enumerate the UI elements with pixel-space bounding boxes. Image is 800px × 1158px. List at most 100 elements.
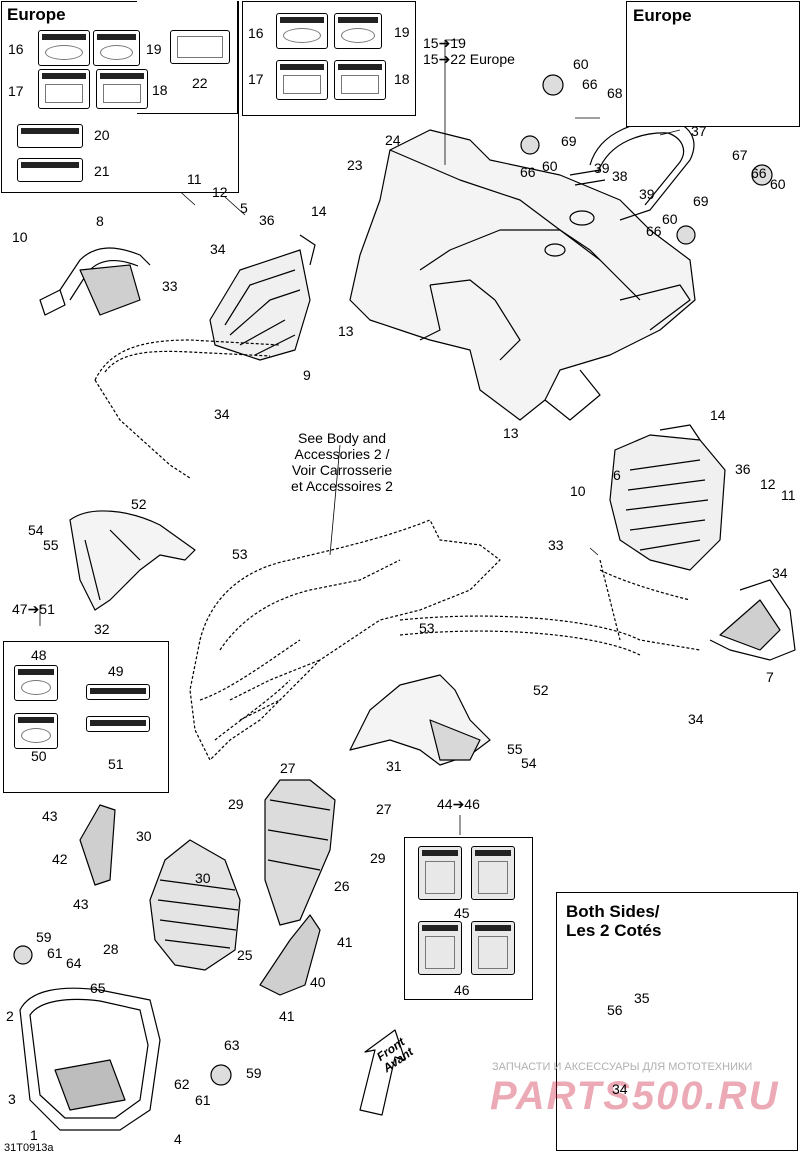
callout: 19 — [394, 24, 410, 40]
see-body-note: See Body and Accessories 2 / Voir Carros… — [276, 430, 408, 494]
front-grille — [264, 779, 336, 926]
callout: 61 — [47, 945, 63, 961]
callout: 41 — [279, 1008, 295, 1024]
callout: 11 — [187, 171, 202, 187]
decal-46-a — [418, 921, 462, 975]
decal-48 — [14, 665, 58, 701]
callout: 53 — [232, 546, 248, 562]
callout: 45 — [454, 905, 470, 921]
callout: 52 — [131, 496, 147, 512]
decal-21 — [17, 158, 83, 182]
callout: 8 — [96, 213, 104, 229]
callout: 67 — [732, 147, 748, 163]
callout: 16 — [8, 41, 24, 57]
callout: 30 — [195, 870, 211, 886]
callout: 18 — [394, 71, 410, 87]
europe-label-left: Europe — [7, 5, 66, 24]
decal-51 — [86, 716, 150, 732]
front-fascia — [149, 839, 241, 971]
callout: 29 — [228, 796, 244, 812]
callout: 22 — [192, 75, 208, 91]
both-sides-box — [556, 892, 798, 1151]
callout: 13 — [503, 425, 519, 441]
callout: 9 — [303, 367, 311, 383]
callout: 52 — [533, 682, 549, 698]
both-sides-title-1: Both Sides/ — [566, 902, 660, 921]
see-body-line-1: See Body and — [298, 430, 386, 446]
callout: 62 — [174, 1076, 190, 1092]
front-bumper — [19, 987, 161, 1131]
callout: 17 — [248, 71, 264, 87]
callout: 54 — [28, 522, 44, 538]
callout: 34 — [210, 241, 226, 257]
callout: 60 — [770, 176, 786, 192]
callout: 11 — [781, 487, 796, 503]
callout: 10 — [570, 483, 586, 499]
callout: 60 — [662, 211, 678, 227]
callout: 51 — [108, 756, 124, 772]
callout: 50 — [31, 748, 47, 764]
both-sides-title-2: Les 2 Cotés — [566, 921, 662, 940]
callout: 59 — [36, 929, 52, 945]
callout: 68 — [607, 85, 623, 101]
callout: 63 — [224, 1037, 240, 1053]
callout: 7 — [766, 669, 774, 685]
callout: 59 — [246, 1065, 262, 1081]
callout: 23 — [347, 157, 363, 173]
skid-plate-left — [209, 234, 316, 361]
range-15-19: 15➔19 — [423, 35, 466, 51]
decal-22 — [170, 30, 230, 64]
figure-code: 31T0913a — [4, 1142, 54, 1154]
callout: 27 — [376, 801, 392, 817]
range-47-51: 47➔51 — [12, 601, 55, 617]
decal-18-left — [96, 69, 148, 109]
side-bumper-left — [39, 247, 151, 316]
callout: 32 — [94, 621, 110, 637]
decal-20 — [17, 124, 83, 148]
callout: 34 — [688, 711, 704, 727]
callout: 39 — [639, 186, 655, 202]
callout: 40 — [310, 974, 326, 990]
callout: 4 — [174, 1131, 182, 1147]
callout: 43 — [73, 896, 89, 912]
callout: 60 — [573, 56, 589, 72]
decal-16-left — [38, 30, 90, 66]
callout: 37 — [691, 123, 707, 139]
callout: 66 — [520, 164, 536, 180]
callout: 16 — [248, 25, 264, 41]
callout: 30 — [136, 828, 152, 844]
callout: 18 — [152, 82, 168, 98]
callout: 5 — [240, 200, 248, 216]
callout: 12 — [760, 476, 776, 492]
callout: 55 — [507, 741, 523, 757]
decal-45-b — [471, 846, 515, 900]
callout: 69 — [561, 133, 577, 149]
callout: 21 — [94, 163, 110, 179]
watermark-logo: PARTS500.RU — [490, 1074, 780, 1118]
decal-46-b — [471, 921, 515, 975]
front-body-shell — [349, 129, 696, 421]
callout: 60 — [542, 158, 558, 174]
callout: 65 — [90, 980, 106, 996]
decal-18-top — [334, 60, 386, 100]
callout: 56 — [607, 1002, 623, 1018]
front-arrow — [359, 1029, 406, 1116]
callout: 48 — [31, 647, 47, 663]
callout: 36 — [259, 212, 275, 228]
callout: 61 — [195, 1092, 211, 1108]
decal-19-left — [93, 30, 140, 66]
front-fender-right — [349, 674, 491, 766]
callout: 66 — [582, 76, 598, 92]
see-body-line-2: Accessories 2 / — [294, 446, 390, 462]
callout: 14 — [710, 407, 726, 423]
decal-49 — [86, 684, 150, 700]
callout: 27 — [280, 760, 296, 776]
skid-plate-right — [609, 424, 726, 571]
decal-50 — [14, 713, 58, 749]
callout: 46 — [454, 982, 470, 998]
callout: 25 — [237, 947, 253, 963]
callout: 29 — [370, 850, 386, 866]
decal-17-left — [38, 69, 90, 109]
range-44-46: 44➔46 — [437, 796, 480, 812]
